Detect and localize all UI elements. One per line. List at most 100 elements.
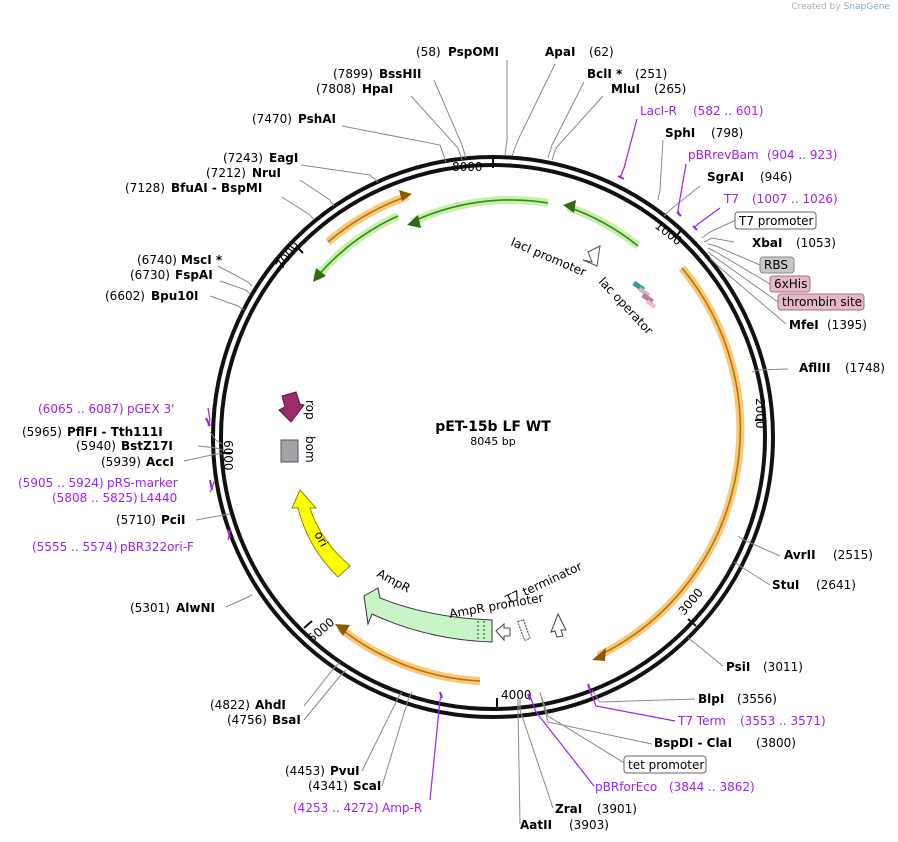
site-name: PflFI - Tth111I — [67, 425, 163, 439]
site-pos: (3011) — [763, 660, 803, 674]
primer-name: pRS-marker — [107, 476, 178, 490]
label-ori: ori — [311, 529, 331, 549]
site-name: StuI — [772, 578, 799, 592]
site-pos: (5710) — [116, 513, 156, 527]
primer-pos: (6065 .. 6087) — [38, 402, 124, 416]
site-pos: (2515) — [833, 548, 873, 562]
tet-promoter-label: tet promoter — [628, 758, 704, 772]
primer-pos: (5905 .. 5924) — [18, 476, 104, 490]
plasmid-name: pET-15b LF WT — [435, 419, 551, 435]
site-pos: (4822) — [210, 698, 250, 712]
green-arc-main-head — [407, 215, 421, 228]
primer-name: pBR322ori-F — [120, 540, 194, 554]
tick-label-2000: 2000 — [753, 398, 767, 429]
site-name: BclI * — [587, 67, 623, 81]
site-pos: (58) — [416, 45, 441, 59]
primer-name: LacI-R — [640, 104, 677, 118]
site-pos: (5965) — [22, 425, 62, 439]
site-pos: (3903) — [569, 818, 609, 832]
tick-label-8000: 8000 — [452, 160, 483, 174]
site-name: EagI — [269, 151, 298, 165]
tick-5000 — [303, 620, 313, 629]
site-name: SphI — [665, 126, 695, 140]
tick-label-7000: 7000 — [273, 239, 302, 272]
primer-name: pBRforEco — [595, 780, 657, 794]
site-name: AvrII — [784, 548, 816, 562]
site-name: AatII — [520, 818, 552, 832]
tick-1000 — [674, 228, 683, 239]
ori-arrow — [291, 489, 351, 578]
site-pos: (6602) — [105, 289, 145, 303]
green-arc-main — [410, 195, 549, 226]
tet-promoter-arrow — [550, 612, 567, 638]
his-tag-label: 6xHis — [774, 277, 807, 291]
site-pos: (946) — [760, 170, 792, 184]
green-arc-main-core — [411, 199, 549, 223]
tick-7000 — [295, 245, 304, 254]
boxed-feature-leaders — [541, 219, 779, 765]
site-name: AlwNI — [176, 601, 215, 615]
site-name: BlpI — [698, 692, 724, 706]
primer-name: pGEX 3' — [127, 402, 174, 416]
tick-marks — [221, 157, 766, 709]
site-name: ZraI — [555, 802, 582, 816]
site-name: ScaI — [353, 779, 381, 793]
site-name: PshAI — [298, 112, 336, 126]
site-name: PspOMI — [448, 45, 499, 59]
orf-arc-right-head — [592, 648, 606, 661]
site-name: ApaI — [545, 45, 575, 59]
lac-operator-blocks — [632, 280, 657, 309]
site-name: XbaI — [752, 236, 782, 250]
label-ampr: AmpR — [375, 566, 413, 595]
site-pos: (7899) — [333, 67, 373, 81]
site-name: Bpu10I — [151, 289, 198, 303]
site-pos: (4756) — [227, 713, 267, 727]
primer-marks — [205, 175, 698, 701]
site-name: FspAI — [175, 268, 213, 282]
snapgene-logo: SnapGene — [844, 2, 890, 12]
brand-name: SnapGene — [843, 2, 890, 12]
primer-pos: (904 .. 923) — [767, 148, 837, 162]
orf-arc-upper-left-core — [327, 195, 409, 243]
primer-pos: (5808 .. 5825) — [52, 491, 138, 505]
site-name: SgrAI — [707, 170, 744, 184]
site-pos: (7128) — [125, 181, 165, 195]
site-labels-left: (58) PspOMI (7899) BssHII (7808) HpaI (7… — [18, 45, 499, 815]
site-pos: (4341) — [308, 779, 348, 793]
thrombin-box — [777, 293, 865, 311]
site-name: AhdI — [255, 698, 286, 712]
tet-promoter-box — [623, 755, 707, 774]
site-leaders — [183, 60, 789, 825]
site-pos: (265) — [654, 82, 686, 96]
site-name: NruI — [252, 166, 281, 180]
site-pos: (4453) — [285, 764, 325, 778]
green-arc-top — [566, 203, 641, 250]
primer-pos: (4253 .. 4272) — [293, 801, 379, 815]
site-pos: (62) — [589, 45, 614, 59]
site-pos: (5939) — [101, 455, 141, 469]
site-pos: (2641) — [816, 578, 856, 592]
site-pos: (3800) — [756, 736, 796, 750]
site-pos: (1053) — [796, 236, 836, 250]
t7-terminator-mark — [517, 618, 531, 642]
site-pos: (5940) — [76, 439, 116, 453]
tick-label-6000: 6000 — [221, 440, 235, 471]
brand-prefix: Created by — [791, 2, 841, 12]
site-pos: (7808) — [316, 82, 356, 96]
site-name: AflIII — [799, 361, 831, 375]
site-name: AccI — [146, 455, 174, 469]
primer-pos: (3844 .. 3862) — [669, 780, 755, 794]
site-pos: (3901) — [597, 802, 637, 816]
orf-arc-lower-left-head — [335, 624, 350, 636]
primer-pos: (1007 .. 1026) — [752, 192, 838, 206]
laci-promoter-arrow — [582, 245, 601, 267]
site-name: MluI — [611, 82, 640, 96]
t7-promoter-box — [734, 211, 817, 230]
rbs-label: RBS — [764, 258, 788, 272]
label-rop: rop — [303, 400, 317, 420]
site-name: BssHII — [379, 67, 421, 81]
green-arc-top-head — [563, 200, 576, 213]
rop-arrow — [278, 391, 305, 423]
primer-name: Amp-R — [382, 801, 422, 815]
